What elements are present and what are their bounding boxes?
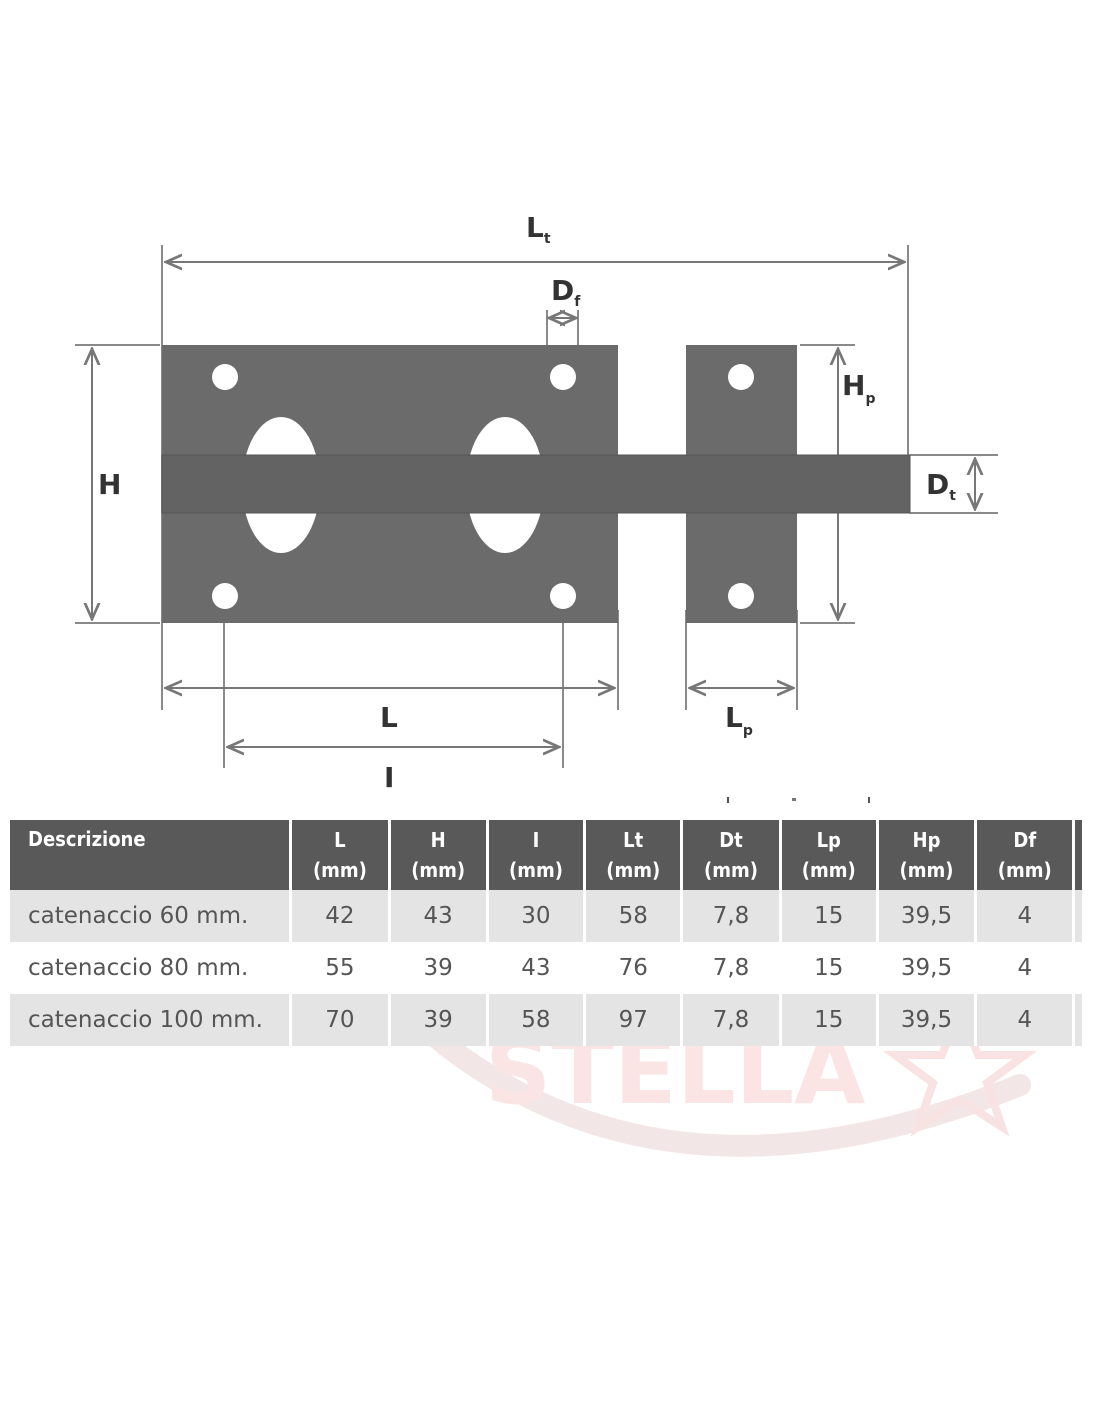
cell-lt: 58: [584, 890, 684, 942]
label-lp: Lp: [725, 701, 753, 739]
label-lt: Lt: [526, 211, 551, 247]
cell-lt: 97: [584, 994, 684, 1046]
cell-edge: [1073, 890, 1082, 942]
header-dt: Dt(mm): [681, 820, 782, 890]
label-hp: Hp: [842, 369, 875, 407]
specifications-table: Descrizione L(mm) H(mm) I(mm) Lt(mm) Dt(…: [10, 820, 1082, 1046]
cell-i: 30: [487, 890, 587, 942]
cell-edge: [1073, 942, 1082, 994]
header-l: L(mm): [290, 820, 391, 890]
table-row: catenaccio 100 mm. 70 39 58 97 7,8 15 39…: [10, 994, 1082, 1046]
label-i: I: [384, 761, 394, 794]
cell-desc: catenaccio 100 mm.: [10, 994, 293, 1046]
dimension-lines: [92, 262, 975, 747]
bolt-bar: [161, 454, 911, 514]
screw-hole: [212, 364, 238, 390]
cell-dt: 7,8: [681, 994, 782, 1046]
cell-dt: 7,8: [681, 942, 782, 994]
header-lp: Lp(mm): [780, 820, 879, 890]
cell-l: 70: [290, 994, 391, 1046]
table-row: catenaccio 60 mm. 42 43 30 58 7,8 15 39,…: [10, 890, 1082, 942]
table-header-row: Descrizione L(mm) H(mm) I(mm) Lt(mm) Dt(…: [10, 820, 1082, 890]
table-row: catenaccio 80 mm. 55 39 43 76 7,8 15 39,…: [10, 942, 1082, 994]
cell-df: 4: [975, 890, 1076, 942]
header-df: Df(mm): [975, 820, 1076, 890]
screw-hole: [550, 583, 576, 609]
cell-df: 4: [975, 994, 1076, 1046]
cell-desc: catenaccio 80 mm.: [10, 942, 293, 994]
cell-lt: 76: [584, 942, 684, 994]
header-lt: Lt(mm): [584, 820, 684, 890]
cell-hp: 39,5: [877, 994, 978, 1046]
cell-l: 42: [290, 890, 391, 942]
cell-dt: 7,8: [681, 890, 782, 942]
cell-h: 43: [389, 890, 489, 942]
label-l: L: [380, 701, 398, 734]
cell-edge: [1073, 994, 1082, 1046]
cell-l: 55: [290, 942, 391, 994]
screw-hole: [550, 364, 576, 390]
header-descrizione: Descrizione: [10, 820, 293, 890]
header-edge: [1073, 820, 1082, 890]
header-h: H(mm): [389, 820, 489, 890]
screw-hole: [728, 364, 754, 390]
cell-i: 58: [487, 994, 587, 1046]
cell-df: 4: [975, 942, 1076, 994]
cell-lp: 15: [780, 942, 879, 994]
cell-lp: 15: [780, 890, 879, 942]
label-h: H: [98, 468, 121, 501]
cell-lp: 15: [780, 994, 879, 1046]
header-hp: Hp(mm): [877, 820, 978, 890]
bolt-technical-drawing: Lt Df Hp H Dt L I Lp: [75, 211, 998, 794]
screw-hole: [728, 583, 754, 609]
cell-i: 43: [487, 942, 587, 994]
screw-hole: [212, 583, 238, 609]
label-df: Df: [551, 274, 581, 310]
stray-marks: [727, 797, 870, 803]
cell-h: 39: [389, 942, 489, 994]
cell-desc: catenaccio 60 mm.: [10, 890, 293, 942]
cell-hp: 39,5: [877, 890, 978, 942]
cell-h: 39: [389, 994, 489, 1046]
header-i: I(mm): [487, 820, 587, 890]
cell-hp: 39,5: [877, 942, 978, 994]
label-dt: Dt: [926, 468, 956, 504]
